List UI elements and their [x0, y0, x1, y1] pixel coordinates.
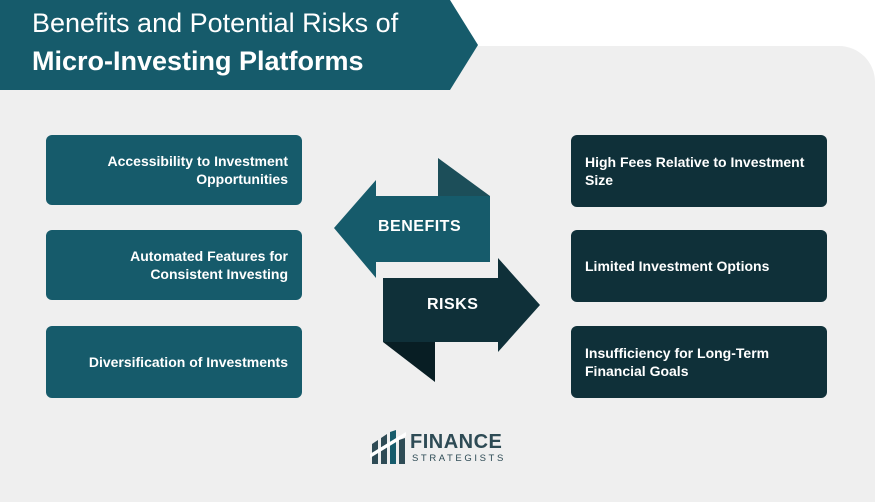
benefits-arrow-fold — [438, 158, 490, 196]
logo-text-secondary: STRATEGISTS — [412, 453, 506, 464]
risks-arrow-fold — [383, 342, 435, 382]
risks-arrow — [383, 258, 540, 352]
benefit-box-1: Accessibility to Investment Opportunitie… — [46, 135, 302, 205]
logo-text-primary: FINANCE — [410, 431, 503, 453]
risk-text: Insufficiency for Long-Term Financial Go… — [585, 345, 770, 379]
risk-box-3: Insufficiency for Long-Term Financial Go… — [571, 326, 827, 398]
risk-box-1: High Fees Relative to Investment Size — [571, 135, 827, 207]
logo-mark-icon — [370, 430, 406, 464]
title-banner-shape — [0, 0, 478, 90]
benefit-box-2: Automated Features for Consistent Invest… — [46, 230, 302, 300]
benefit-box-3: Diversification of Investments — [46, 326, 302, 398]
title-line-1: Benefits and Potential Risks of — [32, 8, 399, 38]
title-line-2: Micro-Investing Platforms — [32, 46, 364, 76]
exchange-arrows: BENEFITS RISKS — [330, 150, 545, 395]
risk-text: High Fees Relative to Investment Size — [585, 154, 805, 188]
risks-label: RISKS — [427, 296, 479, 313]
risk-text: Limited Investment Options — [585, 258, 770, 274]
benefits-label: BENEFITS — [378, 218, 462, 235]
benefit-text: Diversification of Investments — [88, 354, 288, 370]
benefit-text: Automated Features for Consistent Invest… — [130, 248, 288, 282]
finance-strategists-logo: FINANCE STRATEGISTS — [370, 428, 510, 468]
benefits-arrow — [334, 180, 490, 278]
title-banner: Benefits and Potential Risks of Micro-In… — [0, 0, 480, 90]
risk-box-2: Limited Investment Options — [571, 230, 827, 302]
arrows-graphic — [334, 158, 540, 382]
benefit-text: Accessibility to Investment Opportunitie… — [107, 153, 288, 187]
